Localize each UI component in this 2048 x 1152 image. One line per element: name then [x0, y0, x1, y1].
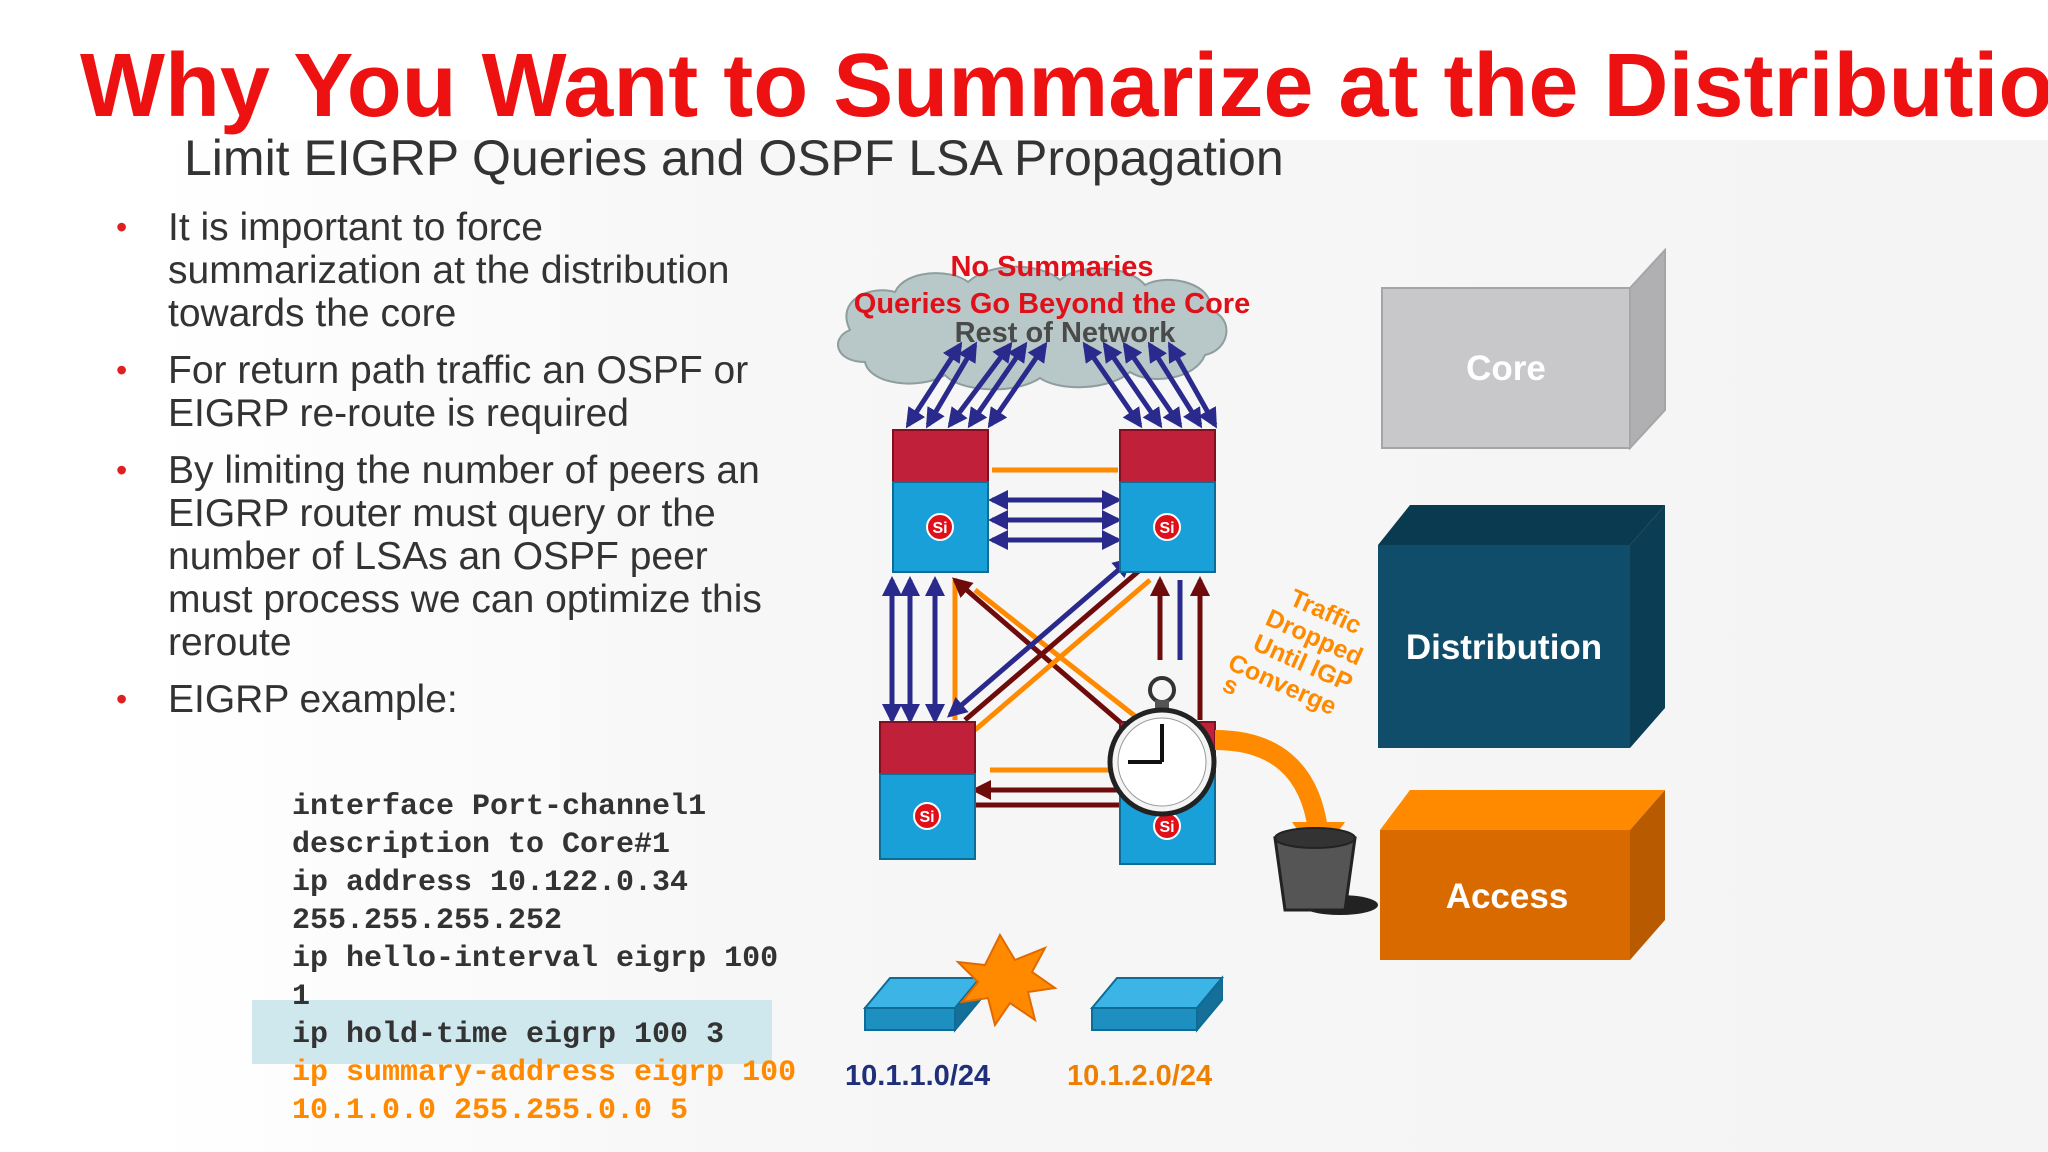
bullet-item: • EIGRP example:: [108, 678, 788, 721]
bullet-dot-icon: •: [116, 209, 128, 245]
layer-core-block: Core: [1381, 247, 1666, 451]
core-distribution-links: [882, 557, 1210, 808]
layer-core-label: Core: [1466, 349, 1546, 388]
code-line-summary: ip summary-address eigrp 100: [292, 1056, 797, 1090]
bullet-list: • It is important to force summarization …: [108, 206, 788, 735]
code-line: 255.255.255.252: [292, 904, 563, 938]
code-line: interface Port-channel1: [292, 790, 707, 824]
bullet-item: • For return path traffic an OSPF or EIGR…: [108, 349, 788, 435]
subnet-right-label: 10.1.2.0/24: [1067, 1060, 1212, 1092]
code-line: 1: [292, 980, 311, 1014]
bullet-text: EIGRP example:: [168, 678, 458, 721]
layer-distribution-label: Distribution: [1406, 628, 1602, 667]
stopwatch-icon: [1107, 676, 1217, 817]
bullet-dot-icon: •: [116, 452, 128, 488]
layer-access-block: Access: [1380, 790, 1665, 960]
si-label: Si: [919, 809, 934, 826]
access-switch-right: [1089, 975, 1225, 1033]
subnet-left-label: 10.1.1.0/24: [845, 1060, 990, 1092]
callout-no-summaries: No Summaries: [950, 251, 1153, 283]
si-label: Si: [1159, 819, 1174, 836]
core-interconnect: [988, 467, 1122, 550]
bullet-dot-icon: •: [116, 681, 128, 717]
svg-text:s: s: [1218, 670, 1242, 701]
code-line: description to Core#1: [292, 828, 671, 862]
slide-title: Why You Want to Summarize at the Distrib…: [80, 36, 2048, 136]
failure-burst-icon: [955, 932, 1058, 1028]
core-switch-right: [1119, 429, 1216, 573]
code-line: ip address 10.122.0.34: [292, 866, 689, 900]
bullet-item: • It is important to force summarization …: [108, 206, 788, 335]
layer-distribution-block: Distribution: [1378, 505, 1665, 748]
code-line-summary: 10.1.0.0 255.255.0.0 5: [292, 1094, 689, 1128]
layer-access-label: Access: [1446, 877, 1569, 916]
bullet-item: • By limiting the number of peers an EIGR…: [108, 449, 788, 664]
bullet-text: For return path traffic an OSPF or EIGRP…: [168, 349, 749, 435]
traffic-dropped-note: Traffic Dropped Until IGP Converge s: [1218, 584, 1366, 721]
code-line-hold-time: ip hold-time eigrp 100 3: [292, 1018, 725, 1052]
si-label: Si: [932, 520, 947, 537]
cloud-core-links: [905, 341, 1218, 429]
cloud-label: Rest of Network: [955, 317, 1177, 349]
callout-queries: Queries Go Beyond the Core: [854, 288, 1250, 320]
drop-arrow: [1214, 730, 1328, 832]
code-line: ip hello-interval eigrp 100: [292, 942, 779, 976]
access-switch-left: [862, 975, 983, 1033]
si-label: Si: [1159, 520, 1174, 537]
code-highlight: [252, 1000, 772, 1064]
core-switch-left: [892, 429, 989, 573]
bullet-text: By limiting the number of peers an EIGRP…: [168, 449, 762, 664]
distribution-switch-left: [879, 721, 976, 860]
bucket-icon: [1273, 827, 1378, 915]
slide-subtitle: Limit EIGRP Queries and OSPF LSA Propaga…: [184, 130, 1284, 186]
config-code-block: interface Port-channel1 description to C…: [292, 788, 852, 1130]
bullet-dot-icon: •: [116, 352, 128, 388]
bullet-text: It is important to force summarization a…: [168, 206, 730, 335]
